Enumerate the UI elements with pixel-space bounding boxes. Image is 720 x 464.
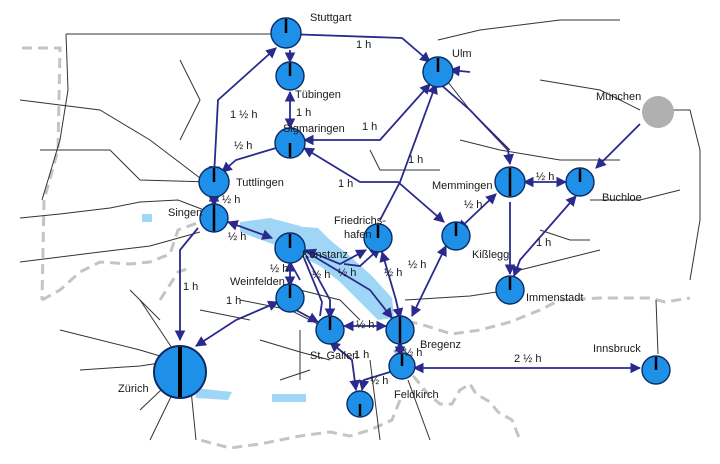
clock-konstanz <box>274 232 306 264</box>
time-memmingen-kisslegg: ½ h <box>464 199 482 211</box>
clock-ulm <box>422 56 454 88</box>
time-weinfelden-stgallen: ½ h <box>338 267 356 279</box>
city-labels: Stuttgart Tübingen Ulm München Sigmaring… <box>118 12 642 401</box>
clock-immenstadt <box>495 275 525 305</box>
time-konstanz-fhafen: ½ h <box>312 269 330 281</box>
label-weinfelden: Weinfelden <box>230 276 285 288</box>
time-stuttgart-tuttlingen: 1 ½ h <box>230 109 258 121</box>
time-sigmaringen-ulm: 1 h <box>362 121 377 133</box>
label-friedrichshafen-2: hafen <box>344 229 372 241</box>
clock-feldkirch <box>388 352 416 380</box>
label-stgallen: St. Gallen <box>310 350 358 362</box>
time-sigmaringen-kisslegg: 1 h <box>338 178 353 190</box>
city-clocks <box>153 17 671 418</box>
label-friedrichshafen-1: Friedrichs- <box>334 215 386 227</box>
country-borders <box>22 46 691 450</box>
time-stgallen-buchs: 1 h <box>354 349 369 361</box>
label-feldkirch: Feldkirch <box>394 389 439 401</box>
time-tuebingen-sigmaringen: 1 h <box>296 107 311 119</box>
label-memmingen: Memmingen <box>432 180 493 192</box>
label-ulm: Ulm <box>452 48 472 60</box>
label-sigmaringen: Sigmaringen <box>283 123 345 135</box>
time-stuttgart-ulm: 1 h <box>356 39 371 51</box>
label-konstanz: Konstanz <box>302 249 348 261</box>
clock-weinfelden <box>275 283 305 313</box>
travel-time-labels: 1 h 1 ½ h 1 h ½ h 1 h 1 h 1 h ½ h ½ h ½ … <box>183 39 554 387</box>
time-buchloe-immenstadt: 1 h <box>536 237 551 249</box>
label-kisslegg: Kißlegg <box>472 249 509 261</box>
clock-tuebingen <box>275 61 305 91</box>
clock-zuerich <box>153 345 207 399</box>
label-buchloe: Buchloe <box>602 192 642 204</box>
time-tuttlingen-singen: ½ h <box>222 194 240 206</box>
label-muenchen: München <box>596 91 641 103</box>
time-feldkirch-buchs: ½ h <box>370 375 388 387</box>
clock-stgallen <box>315 315 345 345</box>
clock-buchloe <box>565 167 595 197</box>
label-stuttgart: Stuttgart <box>310 12 352 24</box>
label-zuerich: Zürich <box>118 383 149 395</box>
clock-memmingen <box>494 166 526 198</box>
clock-tuttlingen <box>198 166 230 198</box>
time-weinfelden-zuerich: 1 h <box>226 295 241 307</box>
time-fhafen-ulm: 1 h <box>408 154 423 166</box>
time-memmingen-buchloe: ½ h <box>536 171 554 183</box>
clock-bregenz <box>385 315 415 345</box>
time-konstanz-weinfelden: ½ h <box>270 263 288 275</box>
clock-friedrichshafen <box>363 223 393 253</box>
clock-sigmaringen <box>274 127 306 159</box>
time-bregenz-feldkirch: ½ h <box>404 347 422 359</box>
time-stgallen-bregenz: ½ h <box>356 319 374 331</box>
label-tuebingen: Tübingen <box>295 89 341 101</box>
clock-stuttgart <box>270 17 302 49</box>
time-singen-konstanz: ½ h <box>228 231 246 243</box>
label-bregenz: Bregenz <box>420 339 461 351</box>
time-feldkirch-innsbruck: 2 ½ h <box>514 353 542 365</box>
clock-singen <box>199 203 229 233</box>
label-innsbruck: Innsbruck <box>593 343 641 355</box>
label-tuttlingen: Tuttlingen <box>236 177 284 189</box>
time-singen-zuerich: 1 h <box>183 281 198 293</box>
label-singen: Singen <box>168 207 202 219</box>
clock-innsbruck <box>641 355 671 385</box>
time-fhafen-bregenz: ½ h <box>384 267 402 279</box>
clock-buchs <box>346 390 374 418</box>
time-bregenz-kisslegg: ½ h <box>408 259 426 271</box>
city-muenchen <box>642 96 674 128</box>
time-sigmaringen-tuttlingen: ½ h <box>234 140 252 152</box>
clock-kisslegg <box>441 221 471 251</box>
label-immenstadt: Immenstadt <box>526 292 583 304</box>
